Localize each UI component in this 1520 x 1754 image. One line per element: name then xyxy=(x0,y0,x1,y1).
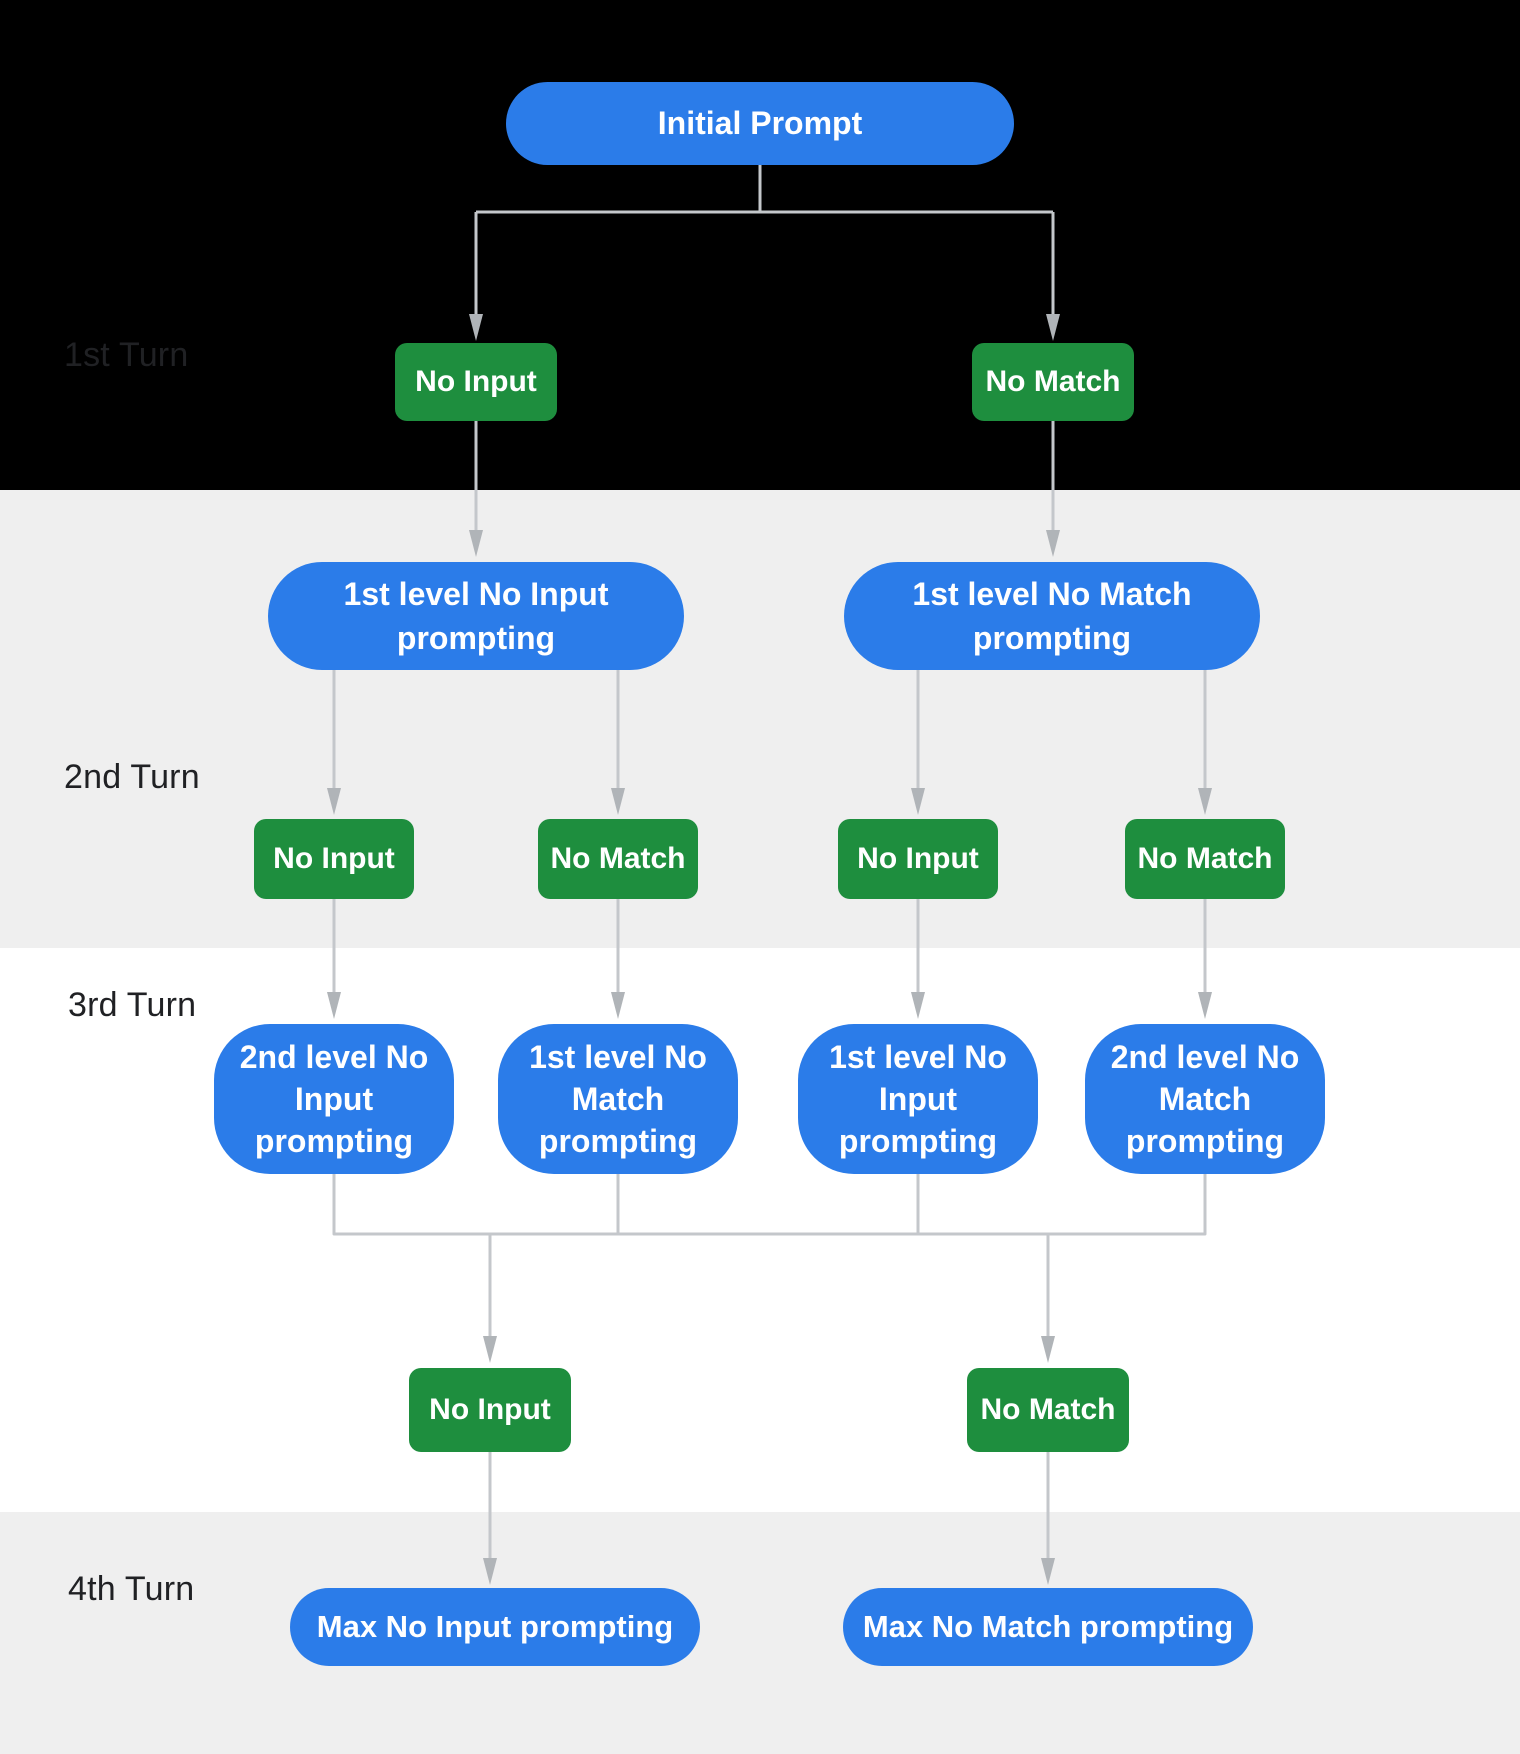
node-2nd-level-no-input-prompting: 2nd level No Input prompting xyxy=(214,1024,454,1174)
node-1st-level-no-match-prompting: 1st level No Match prompting xyxy=(844,562,1260,670)
node-turn3-no-match: No Match xyxy=(967,1368,1129,1452)
node-turn2-no-input-2: No Input xyxy=(838,819,998,899)
connector-lines xyxy=(332,165,1207,1560)
node-1st-level-no-input-prompting: 1st level No Input prompting xyxy=(268,562,684,670)
connector-arrowheads xyxy=(327,314,1212,1585)
node-turn2-no-input-1: No Input xyxy=(254,819,414,899)
node-1st-level-no-input-prompting-2: 1st level No Input prompting xyxy=(798,1024,1038,1174)
turn-label-1: 1st Turn xyxy=(64,336,189,374)
node-turn3-no-input: No Input xyxy=(409,1368,571,1452)
turn-label-2: 2nd Turn xyxy=(64,758,200,796)
node-turn1-no-match: No Match xyxy=(972,343,1134,421)
node-max-no-match-prompting: Max No Match prompting xyxy=(843,1588,1253,1666)
background-band-turn4-gray xyxy=(0,1512,1520,1754)
node-max-no-input-prompting: Max No Input prompting xyxy=(290,1588,700,1666)
node-1st-level-no-match-prompting-2: 1st level No Match prompting xyxy=(498,1024,738,1174)
turn-label-3: 3rd Turn xyxy=(68,986,197,1024)
turn-label-4: 4th Turn xyxy=(68,1570,195,1608)
node-turn2-no-match-1: No Match xyxy=(538,819,698,899)
background-band-top-black xyxy=(0,0,1520,490)
node-turn2-no-match-2: No Match xyxy=(1125,819,1285,899)
node-turn1-no-input: No Input xyxy=(395,343,557,421)
node-2nd-level-no-match-prompting: 2nd level No Match prompting xyxy=(1085,1024,1325,1174)
node-initial-prompt: Initial Prompt xyxy=(506,82,1014,165)
